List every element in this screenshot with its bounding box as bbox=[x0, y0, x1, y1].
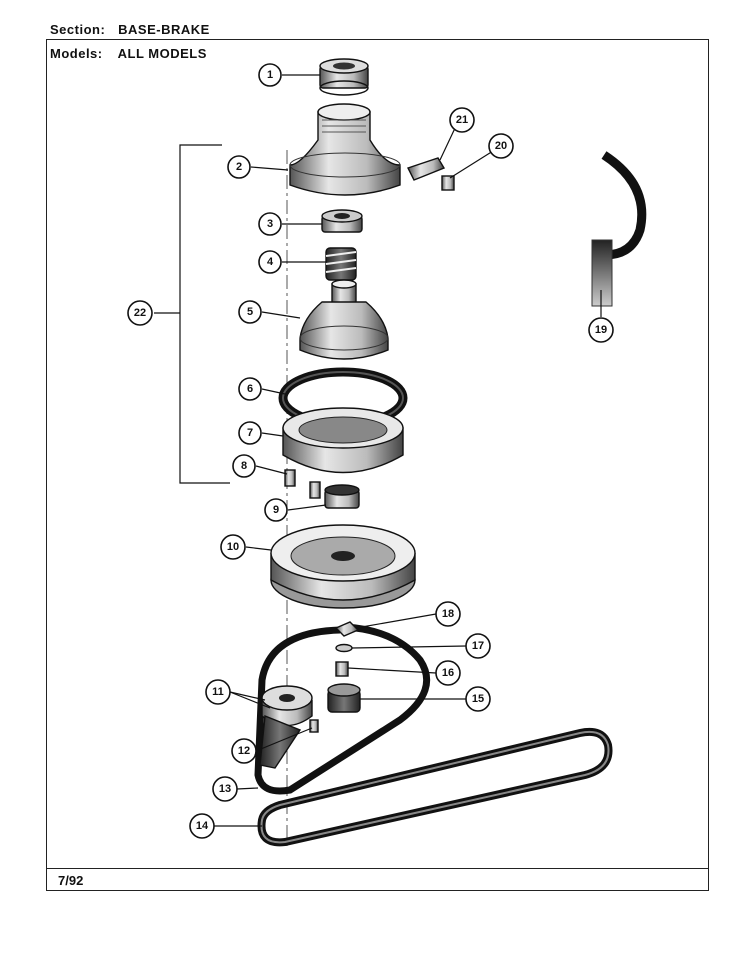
callout-22: 22 bbox=[127, 300, 153, 326]
callout-2-label: 2 bbox=[236, 161, 242, 173]
footer-date: 7/92 bbox=[58, 873, 84, 888]
callout-10: 10 bbox=[220, 534, 246, 560]
clutch-hub-part bbox=[299, 279, 389, 360]
callout-3: 3 bbox=[258, 212, 282, 236]
callout-3-label: 3 bbox=[267, 218, 273, 230]
bearing-part bbox=[319, 58, 369, 96]
idler-pulley-part bbox=[259, 685, 313, 769]
callout-9: 9 bbox=[264, 498, 288, 522]
callout-1-label: 1 bbox=[267, 69, 273, 81]
callout-5-label: 5 bbox=[247, 306, 253, 318]
belt-14-part bbox=[257, 727, 613, 847]
callout-18-label: 18 bbox=[442, 608, 454, 620]
callout-18: 18 bbox=[435, 601, 461, 627]
callout-15: 15 bbox=[465, 686, 491, 712]
callout-11-label: 11 bbox=[212, 686, 224, 698]
callout-11: 11 bbox=[205, 679, 231, 705]
callout-6-label: 6 bbox=[247, 383, 253, 395]
screw-20-part bbox=[441, 175, 455, 191]
callout-17-label: 17 bbox=[472, 640, 484, 652]
seal-part bbox=[321, 209, 363, 233]
callout-16: 16 bbox=[435, 660, 461, 686]
models-value: ALL MODELS bbox=[117, 46, 207, 61]
section-label: Section: bbox=[50, 22, 106, 37]
callout-4: 4 bbox=[258, 250, 282, 274]
callout-16-label: 16 bbox=[442, 667, 454, 679]
callout-1: 1 bbox=[258, 63, 282, 87]
callout-6: 6 bbox=[238, 377, 262, 401]
callout-12-label: 12 bbox=[238, 745, 250, 757]
models-label: Models: bbox=[50, 46, 103, 61]
callout-21-label: 21 bbox=[456, 114, 468, 126]
callout-22-label: 22 bbox=[134, 307, 146, 319]
callout-2: 2 bbox=[227, 155, 251, 179]
callout-14-label: 14 bbox=[196, 820, 209, 832]
callout-14: 14 bbox=[189, 813, 215, 839]
section-header: Section: BASE-BRAKE bbox=[50, 22, 210, 37]
callout-9-label: 9 bbox=[273, 504, 279, 516]
callout-20: 20 bbox=[488, 133, 514, 159]
collar-part bbox=[324, 484, 360, 509]
callout-8-label: 8 bbox=[241, 460, 247, 472]
group-22-bracket bbox=[179, 144, 230, 484]
belt-13-part bbox=[254, 623, 431, 795]
bracket-18-part bbox=[334, 621, 360, 637]
callout-12: 12 bbox=[231, 738, 257, 764]
models-header: Models: ALL MODELS bbox=[50, 46, 207, 61]
drive-pulley-part bbox=[270, 524, 416, 609]
upper-housing-part bbox=[289, 103, 401, 196]
callout-19: 19 bbox=[588, 317, 614, 343]
section-value: BASE-BRAKE bbox=[118, 22, 210, 37]
brake-strap-part bbox=[591, 151, 647, 307]
screw-12-part bbox=[309, 719, 319, 733]
brake-housing-part bbox=[282, 407, 404, 474]
spring-part bbox=[325, 247, 357, 281]
callout-8: 8 bbox=[232, 454, 256, 478]
washer-17-part bbox=[335, 643, 353, 653]
callout-13-label: 13 bbox=[219, 783, 231, 795]
clip-21-part bbox=[407, 157, 446, 181]
callout-7-label: 7 bbox=[247, 427, 253, 439]
callout-4-label: 4 bbox=[267, 256, 274, 268]
callout-7: 7 bbox=[238, 421, 262, 445]
leader-lines bbox=[154, 74, 602, 827]
screws-part bbox=[284, 469, 321, 499]
roller-part bbox=[327, 683, 361, 713]
diagram-frame bbox=[46, 39, 709, 891]
callout-17: 17 bbox=[465, 633, 491, 659]
callout-20-label: 20 bbox=[495, 140, 507, 152]
callout-13: 13 bbox=[212, 776, 238, 802]
callout-10-label: 10 bbox=[227, 541, 239, 553]
bolt-16-part bbox=[335, 661, 349, 677]
callout-21: 21 bbox=[449, 107, 475, 133]
footer-divider bbox=[46, 868, 709, 869]
callout-5: 5 bbox=[238, 300, 262, 324]
callout-15-label: 15 bbox=[472, 693, 484, 705]
callout-19-label: 19 bbox=[595, 324, 607, 336]
